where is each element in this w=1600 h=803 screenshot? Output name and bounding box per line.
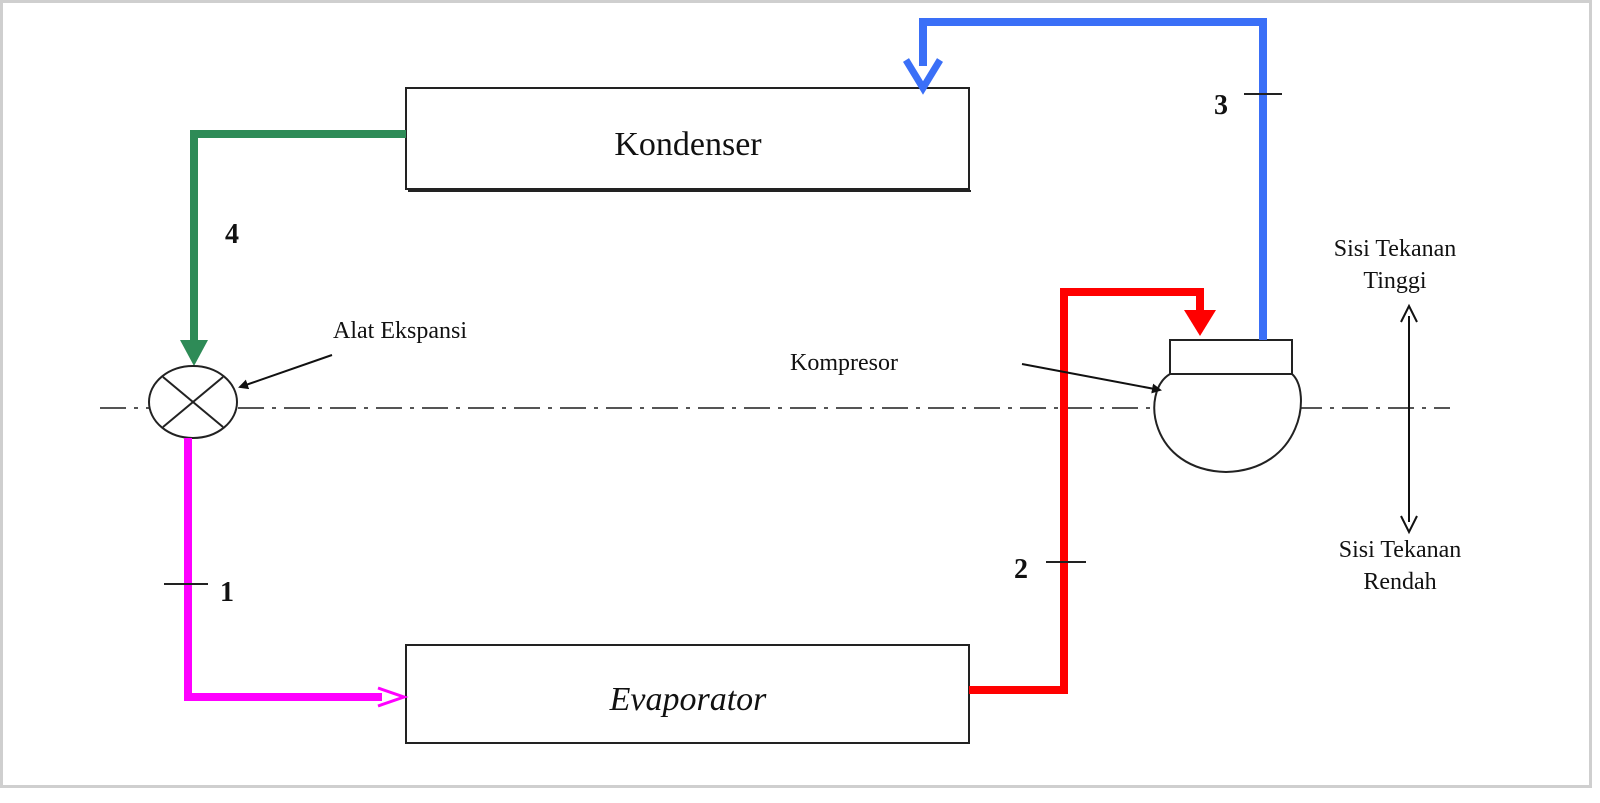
expansion-valve-label: Alat Ekspansi — [333, 318, 467, 344]
evaporator-label: Evaporator — [609, 681, 768, 718]
point-4-label: 4 — [225, 219, 239, 250]
magenta-arrow-head — [377, 686, 409, 708]
red-refrigerant-line — [969, 288, 1204, 694]
point-1-label: 1 — [220, 577, 234, 608]
low-pressure-label-line1: Sisi Tekanan — [1339, 537, 1462, 563]
green-arrow-head — [180, 340, 208, 366]
high-pressure-label-line2: Tinggi — [1363, 268, 1426, 294]
high-pressure-label-line1: Sisi Tekanan — [1334, 236, 1457, 262]
red-arrow-head — [1184, 310, 1216, 336]
low-pressure-label-line2: Rendah — [1363, 569, 1436, 595]
point-3-label: 3 — [1214, 90, 1228, 121]
magenta-refrigerant-line — [184, 438, 382, 701]
blue-arrow-head — [903, 58, 943, 95]
condenser-box — [405, 87, 970, 190]
green-refrigerant-line — [190, 130, 406, 350]
image-frame — [0, 0, 1592, 788]
compressor-icon — [1153, 339, 1302, 474]
condenser-label: Kondenser — [614, 126, 762, 163]
compressor-label: Kompresor — [790, 350, 898, 376]
expansion-valve-icon — [148, 365, 238, 439]
expansion-pointer-arrow — [238, 354, 333, 390]
blue-refrigerant-line — [919, 18, 1267, 340]
compressor-pointer-arrow — [1021, 363, 1162, 394]
point-2-label: 2 — [1014, 554, 1028, 585]
evaporator-box — [405, 644, 970, 744]
pressure-side-double-arrow — [1400, 303, 1418, 535]
